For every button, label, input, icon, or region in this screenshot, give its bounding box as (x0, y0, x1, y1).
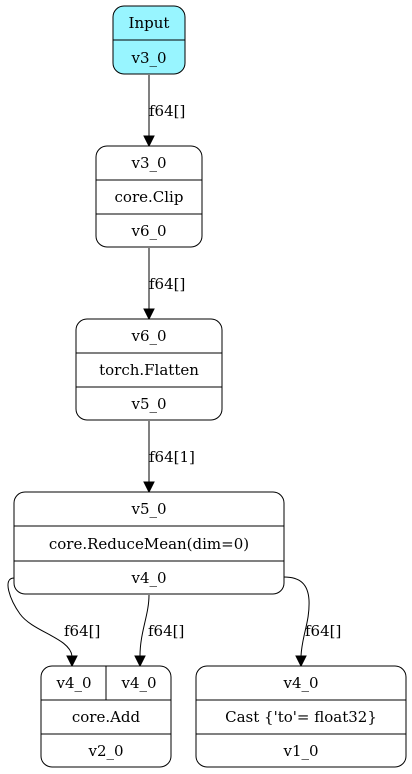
node-op: core.Add (72, 708, 141, 726)
node-core-reducemean[interactable]: v5_0 core.ReduceMean(dim=0) v4_0 (13, 491, 285, 595)
edge-clip-to-flatten: f64[] (143, 248, 185, 321)
edge-reducemean-to-add-b: f64[] (134, 594, 184, 668)
edge-reducemean-to-cast: f64[] (283, 576, 341, 668)
edge-input-to-clip: f64[] (143, 75, 185, 148)
edge-label: f64[] (149, 275, 185, 293)
node-op: core.ReduceMean(dim=0) (49, 535, 249, 553)
node-output: v3_0 (130, 49, 166, 67)
node-torch-flatten[interactable]: v6_0 torch.Flatten v5_0 (75, 318, 223, 421)
node-input-var-b: v4_0 (120, 674, 156, 692)
node-input[interactable]: Input v3_0 (112, 5, 186, 75)
edge-label: f64[] (305, 622, 341, 640)
node-output: v1_0 (282, 742, 318, 760)
node-op: core.Clip (115, 188, 184, 206)
edge-label: f64[1] (149, 448, 195, 466)
node-op: Cast {'to'= float32} (225, 708, 377, 726)
edge-label: f64[] (148, 622, 184, 640)
edge-flatten-to-reducemean: f64[1] (143, 421, 195, 494)
node-output: v6_0 (130, 222, 166, 240)
node-input-var: v5_0 (130, 500, 166, 518)
node-output: v4_0 (130, 569, 166, 587)
edge-label: f64[] (64, 622, 100, 640)
node-input-var: v3_0 (130, 154, 166, 172)
node-input-var: v4_0 (282, 674, 318, 692)
node-cast[interactable]: v4_0 Cast {'to'= float32} v1_0 (195, 665, 407, 768)
node-output: v5_0 (130, 395, 166, 413)
node-input-var-a: v4_0 (55, 674, 91, 692)
node-title: Input (129, 14, 170, 32)
node-op: torch.Flatten (99, 361, 199, 379)
node-output: v2_0 (87, 742, 123, 760)
node-input-var: v6_0 (130, 327, 166, 345)
node-core-clip[interactable]: v3_0 core.Clip v6_0 (95, 145, 203, 248)
edge-label: f64[] (149, 102, 185, 120)
edge-reducemean-to-add-a: f64[] (7, 577, 100, 668)
node-core-add[interactable]: v4_0 v4_0 core.Add v2_0 (40, 665, 172, 768)
